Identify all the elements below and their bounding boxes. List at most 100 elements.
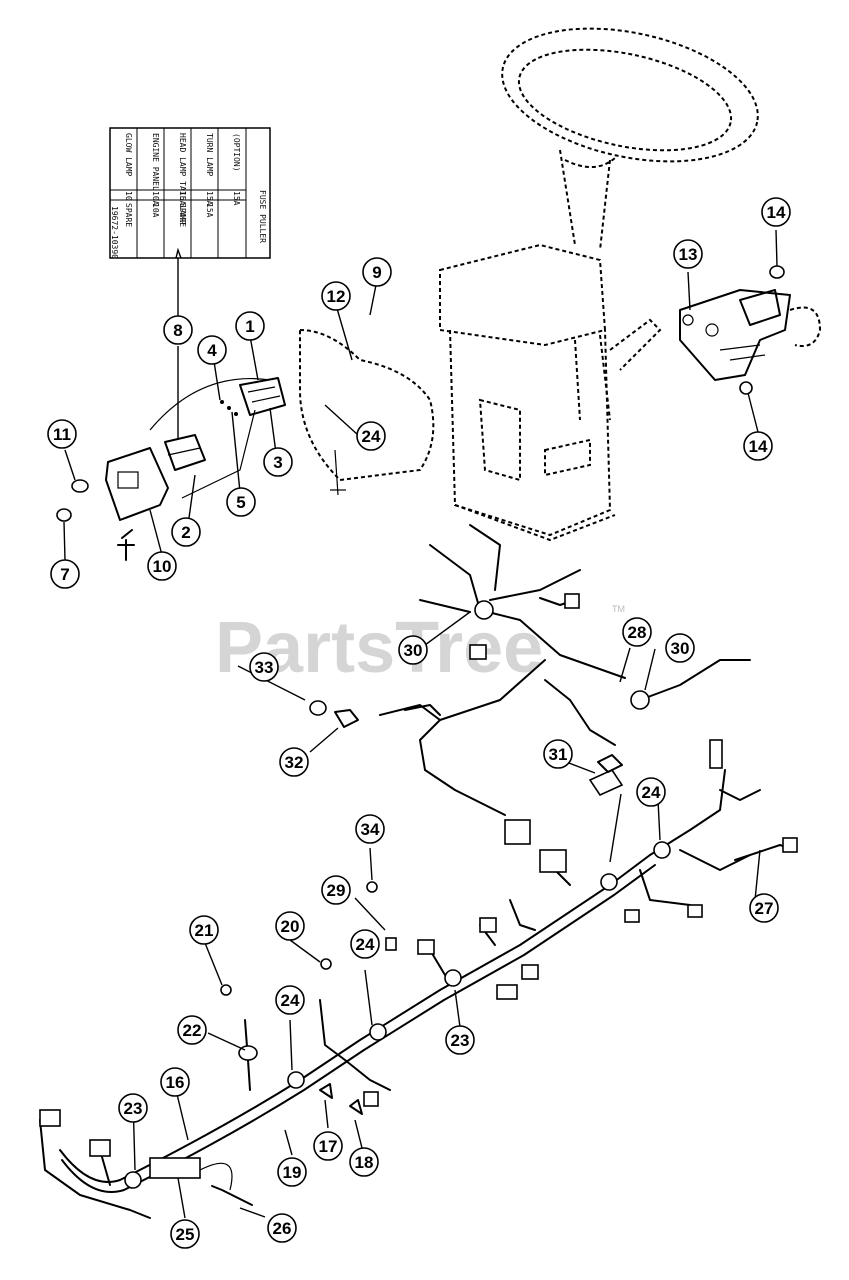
callout-24-right: 24 [636,777,666,807]
fuse-part-number: 19672-10390 [110,206,119,259]
callout-29-label: 29 [327,881,346,900]
callout-19: 19 [277,1157,307,1187]
callout-markers: 1 2 3 4 5 7 8 9 10 11 12 13 14 14 16 17 … [47,197,791,1249]
callout-21-label: 21 [195,921,214,940]
callout-31-label: 31 [549,745,568,764]
callout-3-label: 3 [273,453,282,472]
callout-10: 10 [147,551,177,581]
fuse-row-2-side: 10A [151,203,160,218]
callout-22: 22 [177,1015,207,1045]
callout-9-label: 9 [372,263,381,282]
callout-8-label: 8 [173,321,182,340]
fuse-row-5-label: (OPTION) [232,133,241,172]
fuse-row-2-rating: 10A [151,191,160,206]
fuse-row-2-label: ENGINE PANEL [151,133,160,191]
callout-29: 29 [321,875,351,905]
callout-30-right-label: 30 [671,639,690,658]
steering-console [439,243,662,542]
callout-2-label: 2 [181,523,190,542]
callout-16-label: 16 [166,1073,185,1092]
callout-5-label: 5 [236,493,245,512]
callout-16: 16 [160,1067,190,1097]
callout-2: 2 [171,517,201,547]
callout-23-left: 23 [118,1093,148,1123]
callout-31: 31 [543,739,573,769]
callout-4: 4 [197,335,227,365]
callout-23-right-label: 23 [451,1031,470,1050]
fuse-chart: GLOW LAMP 10 SPARE ENGINE PANEL 10A 10A … [109,127,271,259]
callout-25: 25 [170,1219,200,1249]
callout-28-label: 28 [628,623,647,642]
callout-7: 7 [50,559,80,589]
leader-lines [63,229,778,1219]
callout-17-label: 17 [319,1137,338,1156]
fuse-row-3-rating: 15A [178,191,187,206]
fuse-row-4-side: 15A [205,203,214,218]
callout-11: 11 [47,419,77,449]
callout-12: 12 [321,281,351,311]
callout-7-label: 7 [60,565,69,584]
callout-24-left-label: 24 [281,991,300,1010]
callout-8: 8 [163,315,193,345]
callout-34: 34 [355,814,385,844]
fuse-row-3-label: HEAD LAMP TAIL LAMP [178,133,187,225]
fuse-row-4-label: TURN LAMP [205,133,214,177]
steering-wheel [501,27,759,251]
switch-bracket [679,265,822,395]
callout-24-mid: 24 [350,929,380,959]
fuse-row-1-side: SPARE [124,203,133,227]
callout-32-label: 32 [285,753,304,772]
fuse-row-5-rating: 15A [232,191,241,206]
callout-25-label: 25 [176,1225,195,1244]
callout-26-label: 26 [273,1219,292,1238]
callout-30-left: 30 [398,635,428,665]
fuse-row-3-side: SPARE [178,203,187,227]
callout-1-label: 1 [245,317,254,336]
callout-13-label: 13 [679,245,698,264]
main-wire-harness [39,600,798,1219]
callout-33: 33 [249,652,279,682]
callout-3: 3 [263,447,293,477]
callout-34-label: 34 [361,820,380,839]
upper-wire-harness [379,524,751,845]
callout-14-bottom-label: 14 [749,437,768,456]
callout-5: 5 [226,487,256,517]
callout-28: 28 [622,617,652,647]
callout-1: 1 [235,311,265,341]
callout-14-top: 14 [761,197,791,227]
callout-18: 18 [349,1147,379,1177]
callout-30-left-label: 30 [404,641,423,660]
callout-20: 20 [275,911,305,941]
callout-30-right: 30 [665,633,695,663]
callout-19-label: 19 [283,1163,302,1182]
callout-24-dash-label: 24 [362,427,381,446]
callout-14-top-label: 14 [767,203,786,222]
callout-21: 21 [189,915,219,945]
fuse-row-1-label: GLOW LAMP [124,133,133,177]
callout-11-label: 11 [53,425,71,444]
callout-18-label: 18 [355,1153,374,1172]
callout-24-right-label: 24 [642,783,661,802]
callout-23-right: 23 [445,1025,475,1055]
callout-23-left-label: 23 [124,1099,143,1118]
fuse-row-4-rating: 15A [205,191,214,206]
watermark-tm: TM [612,604,625,614]
callout-10-label: 10 [153,557,172,576]
dash-panel [299,328,435,496]
callout-24-dash: 24 [356,421,386,451]
callout-24-mid-label: 24 [356,935,375,954]
callout-22-label: 22 [183,1021,202,1040]
callout-17: 17 [313,1131,343,1161]
callout-27: 27 [749,893,779,923]
callout-26: 26 [267,1213,297,1243]
callout-33-label: 33 [255,658,274,677]
fuse-box-assembly [56,377,286,561]
callout-4-label: 4 [207,341,217,360]
callout-32: 32 [279,747,309,777]
fuse-row-1-rating: 10 [124,191,133,201]
callout-27-label: 27 [755,899,774,918]
callout-24-left: 24 [275,985,305,1015]
callout-20-label: 20 [281,917,300,936]
callout-12-label: 12 [327,287,346,306]
